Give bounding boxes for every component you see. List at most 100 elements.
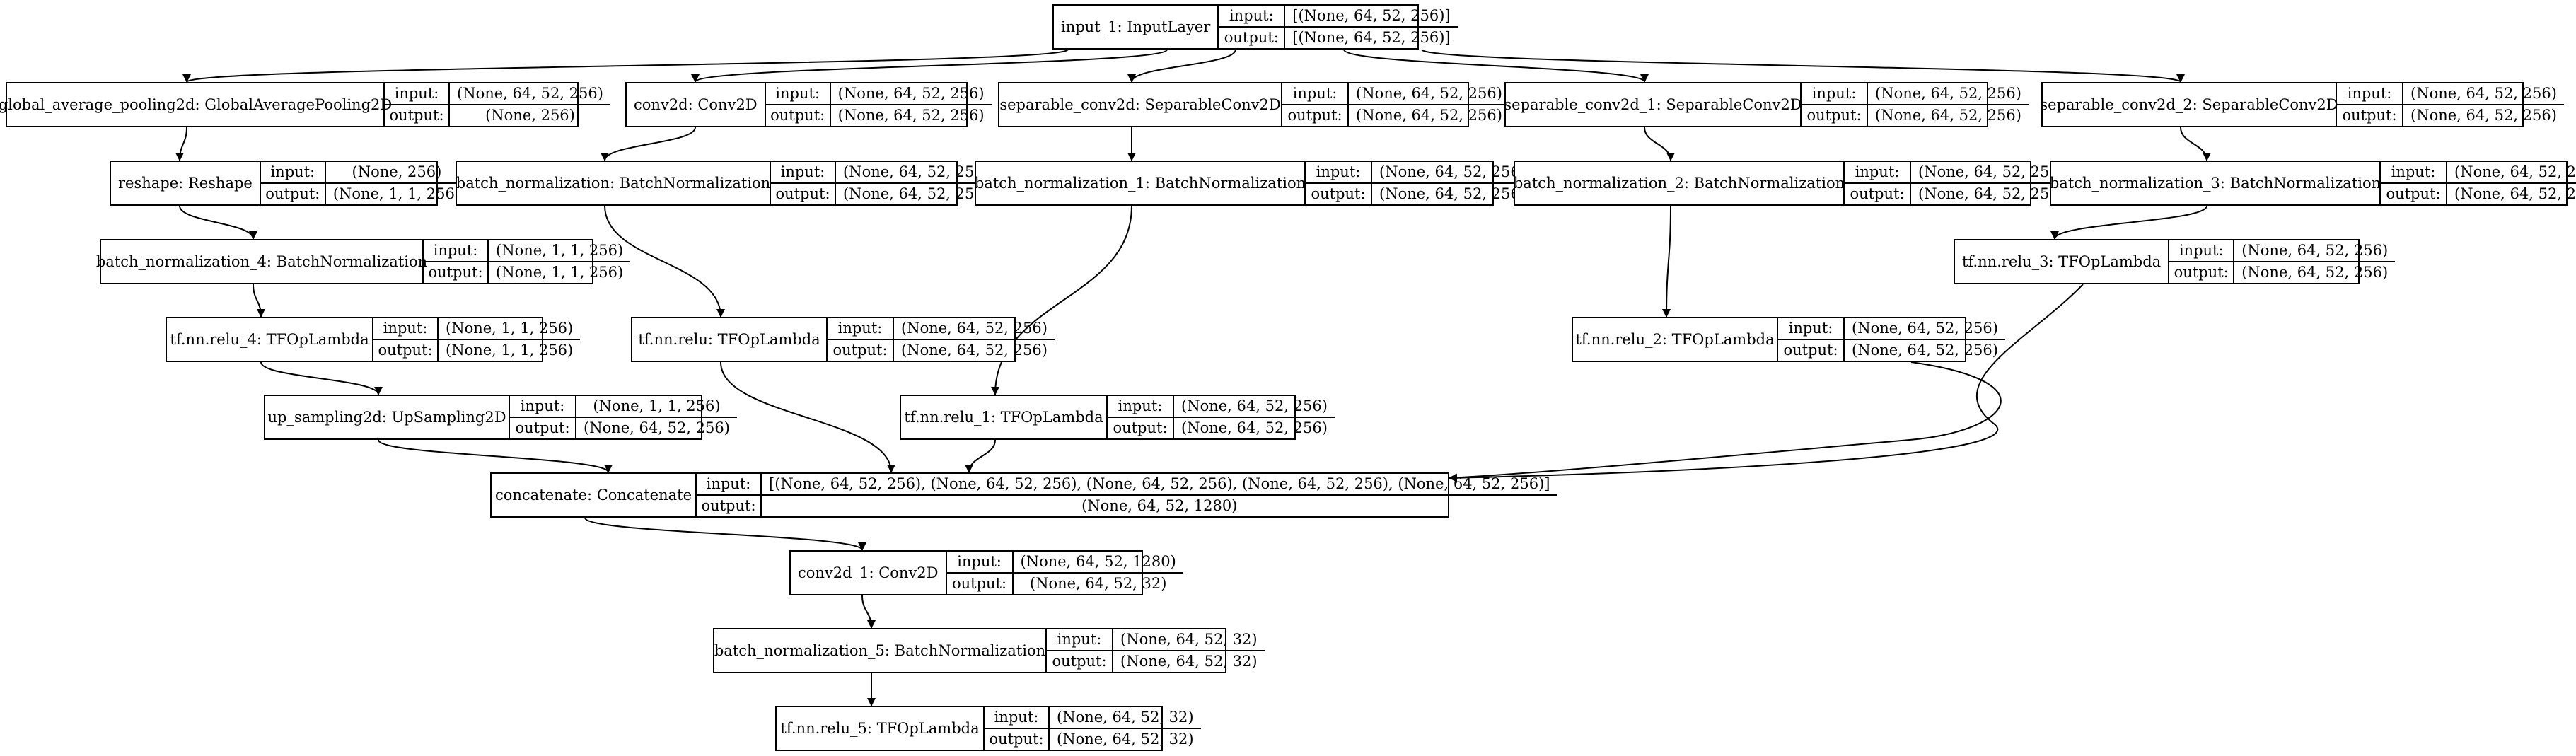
output-shape: (None, 64, 52, 256) bbox=[843, 185, 990, 202]
output-shape: (None, 64, 52, 256) bbox=[1875, 107, 2021, 124]
io-keys: input:output: bbox=[1282, 83, 1349, 126]
io-values: [(None, 64, 52, 256), (None, 64, 52, 256… bbox=[762, 474, 1557, 516]
output-shape: (None, 64, 52, 256) bbox=[1379, 185, 1526, 202]
layer-label: conv2d: Conv2D bbox=[627, 83, 766, 126]
input-key: input: bbox=[2337, 83, 2402, 105]
io-keys: input:output: bbox=[2337, 83, 2403, 126]
output-shape: (None, 1, 1, 256) bbox=[446, 342, 574, 359]
input-key: input: bbox=[260, 162, 325, 184]
output-shape: (None, 64, 52, 256) bbox=[837, 107, 985, 124]
output-key: output: bbox=[378, 342, 433, 359]
layer-label: batch_normalization_3: BatchNormalizatio… bbox=[2050, 162, 2381, 204]
io-values: (None, 64, 52, 256) (None, 64, 52, 256) bbox=[1868, 83, 2029, 126]
edge-relu2-to-concat bbox=[1449, 361, 2002, 482]
output-shape: (None, 1, 1, 256) bbox=[496, 264, 624, 281]
io-keys: input:output: bbox=[260, 162, 326, 204]
io-keys: input:output: bbox=[765, 83, 831, 126]
input-shape: (None, 64, 52, 32) bbox=[1050, 707, 1201, 729]
input-shape: (None, 64, 52, 256) bbox=[1868, 83, 2029, 105]
io-values: (None, 64, 52, 256)(None, 64, 52, 256) bbox=[1845, 318, 2005, 361]
io-keys: input: output: bbox=[1802, 83, 1868, 126]
edge-relu4-to-upsamp bbox=[260, 361, 383, 395]
output-shape: (None, 64, 52, 32) bbox=[1120, 653, 1258, 670]
output-shape: (None, 64, 52, 256) bbox=[1852, 342, 1998, 359]
output-key: output: bbox=[1806, 107, 1862, 124]
output-key: output: bbox=[515, 419, 570, 436]
output-key: output: bbox=[428, 264, 483, 281]
edge-input-1-to-sep0 bbox=[1127, 49, 1236, 83]
output-shape: (None, 64, 52, 256) bbox=[2410, 107, 2557, 124]
layer-node-bn5: batch_normalization_5: BatchNormalizatio… bbox=[713, 628, 1265, 673]
output-shape: (None, 64, 52, 32) bbox=[1029, 575, 1167, 592]
layer-node-bn2: batch_normalization_2: BatchNormalizatio… bbox=[1514, 161, 2072, 206]
layer-label: batch_normalization_2: BatchNormalizatio… bbox=[1514, 162, 1845, 204]
io-keys: input: output: bbox=[1778, 318, 1845, 361]
io-keys: input: output: bbox=[985, 707, 1050, 750]
input-key: input: bbox=[765, 83, 830, 105]
input-key: input: bbox=[985, 707, 1048, 729]
io-values: (None, 64, 52, 256) (None, 64, 52, 256) bbox=[894, 318, 1055, 361]
io-values: (None, 64, 52, 256)(None, 64, 52, 256) bbox=[1372, 162, 1533, 204]
input-shape: (None, 64, 52, 256) bbox=[2447, 162, 2576, 184]
output-shape: (None, 64, 52, 256) bbox=[1918, 185, 2065, 202]
input-key: input: bbox=[424, 240, 487, 262]
output-key: output: bbox=[701, 497, 756, 514]
output-key: output: bbox=[989, 731, 1044, 748]
input-shape: (None, 1, 1, 256) bbox=[439, 318, 581, 340]
output-key: output: bbox=[2174, 264, 2229, 281]
input-key: input: bbox=[1802, 83, 1867, 105]
input-shape: (None, 64, 52, 256) bbox=[2403, 83, 2564, 105]
io-values: (None, 1, 1, 256)(None, 64, 52, 256) bbox=[576, 396, 737, 438]
input-key: input: bbox=[1108, 396, 1173, 418]
io-values: (None, 64, 52, 256)(None, 64, 52, 256) bbox=[830, 83, 992, 126]
io-keys: input:output: bbox=[1845, 162, 1911, 204]
input-shape: (None, 64, 52, 256) bbox=[2234, 240, 2396, 262]
edge-input-1-to-gap2d bbox=[182, 49, 1069, 83]
io-values: (None, 256)(None, 1, 1, 256) bbox=[325, 162, 468, 204]
input-shape: (None, 64, 52, 256) bbox=[1911, 162, 2072, 184]
output-key: output: bbox=[1224, 29, 1279, 46]
layer-label: batch_normalization_1: BatchNormalizatio… bbox=[975, 162, 1306, 204]
layer-node-bn3: batch_normalization_3: BatchNormalizatio… bbox=[2050, 161, 2576, 206]
input-key: input: bbox=[697, 474, 760, 496]
io-values: (None, 64, 52, 1280)(None, 64, 52, 32) bbox=[1013, 552, 1183, 594]
output-key: output: bbox=[1850, 185, 1905, 202]
output-key: output: bbox=[1311, 185, 1366, 202]
layer-label: conv2d_1: Conv2D bbox=[791, 552, 947, 594]
layer-node-bn1: batch_normalization_1: BatchNormalizatio… bbox=[975, 161, 1533, 206]
layer-label: tf.nn.relu_3: TFOpLambda bbox=[1955, 240, 2170, 283]
output-key: output: bbox=[1783, 342, 1838, 359]
edge-input-1-to-sep1 bbox=[1343, 49, 1649, 83]
io-values: (None, 64, 52, 256)(None, 64, 52, 256) bbox=[836, 162, 997, 204]
output-shape: (None, 64, 52, 256) bbox=[901, 342, 1048, 359]
io-keys: input:output: bbox=[1047, 629, 1113, 672]
output-shape: (None, 1, 1, 256) bbox=[332, 185, 461, 202]
output-shape: (None, 64, 52, 256) bbox=[1181, 419, 1328, 436]
output-key: output: bbox=[389, 107, 444, 124]
edge-input-1-to-conv2d bbox=[691, 49, 1168, 83]
io-values: (None, 64, 52, 256)(None, 64, 52, 256) bbox=[1174, 396, 1335, 438]
io-keys: input:output: bbox=[1219, 6, 1286, 48]
io-values: (None, 64, 52, 256)(None, 64, 52, 256) bbox=[1349, 83, 1509, 126]
output-shape: (None, 64, 52, 1280) bbox=[1081, 497, 1238, 514]
layer-label: separable_conv2d_2: SeparableConv2D bbox=[2040, 83, 2338, 126]
input-shape: (None, 64, 52, 256) bbox=[894, 318, 1055, 340]
output-shape: (None, 256) bbox=[485, 107, 575, 124]
edge-input-1-to-sep2 bbox=[1421, 49, 2185, 83]
input-key: input: bbox=[1778, 318, 1843, 340]
edge-upsamp-to-concat bbox=[378, 439, 613, 473]
input-shape: (None, 64, 52, 256) bbox=[1372, 162, 1533, 184]
io-keys: input:output: bbox=[771, 162, 836, 204]
io-values: (None, 64, 52, 32)(None, 64, 52, 32) bbox=[1113, 629, 1265, 672]
